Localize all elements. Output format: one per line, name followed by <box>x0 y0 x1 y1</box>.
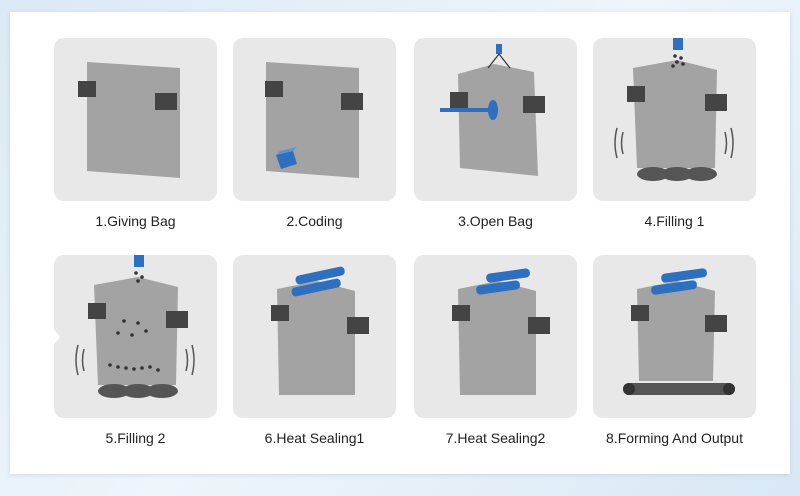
step-heat-sealing-1: 6.Heat Sealing1 <box>233 255 398 455</box>
filling-2-illustration <box>54 255 195 398</box>
coding-illustration <box>265 62 363 178</box>
step-tile <box>414 255 577 418</box>
step-caption: 2.Coding <box>286 213 343 229</box>
heat-sealing-1-illustration <box>271 266 369 395</box>
giving-bag-illustration <box>78 62 180 178</box>
step-caption: 7.Heat Sealing2 <box>445 430 546 446</box>
process-diagram: 1.Giving Bag 2.Coding <box>10 12 790 474</box>
step-tile <box>233 255 396 418</box>
step-caption: 6.Heat Sealing1 <box>264 430 365 446</box>
step-tile <box>54 38 217 201</box>
forming-output-illustration <box>623 268 735 395</box>
step-open-bag: 3.Open Bag <box>414 38 579 238</box>
step-filling-2: 5.Filling 2 <box>54 255 219 455</box>
open-bag-illustration <box>440 44 545 176</box>
step-caption: 3.Open Bag <box>458 213 533 229</box>
step-caption: 5.Filling 2 <box>105 430 166 446</box>
step-filling-1: 4.Filling 1 <box>593 38 758 238</box>
step-tile <box>233 38 396 201</box>
filling-1-illustration <box>614 38 734 181</box>
step-coding: 2.Coding <box>233 38 398 238</box>
step-tile <box>54 255 217 418</box>
step-forming-output: 8.Forming And Output <box>593 255 758 455</box>
step-caption: 1.Giving Bag <box>95 213 176 229</box>
heat-sealing-2-illustration <box>452 268 550 395</box>
step-tile <box>414 38 577 201</box>
step-caption: 8.Forming And Output <box>606 430 743 446</box>
step-heat-sealing-2: 7.Heat Sealing2 <box>414 255 579 455</box>
step-tile <box>593 255 756 418</box>
step-giving-bag: 1.Giving Bag <box>54 38 219 238</box>
step-tile <box>593 38 756 201</box>
step-caption: 4.Filling 1 <box>644 213 705 229</box>
